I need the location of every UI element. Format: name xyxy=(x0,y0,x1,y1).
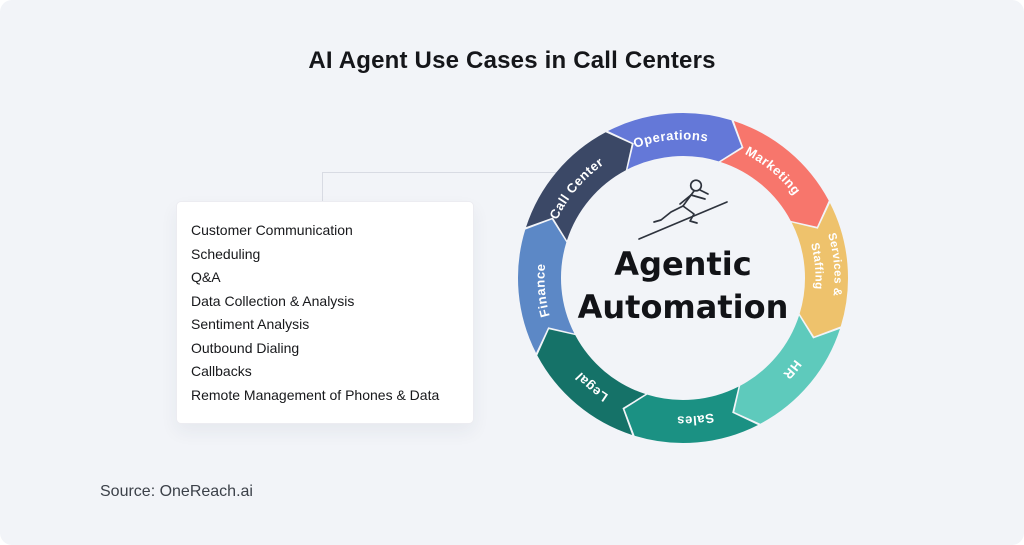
use-case-item: Data Collection & Analysis xyxy=(191,292,355,309)
runner-back-leg xyxy=(653,205,684,223)
segment-call-center xyxy=(526,132,632,241)
segment-marketing xyxy=(720,121,829,227)
call-center-use-cases-card: Customer Communication Scheduling Q&A Da… xyxy=(176,201,474,424)
use-case-item: Remote Management of Phones & Data xyxy=(191,386,440,403)
use-case-item: Callbacks xyxy=(191,363,252,379)
slope-line xyxy=(638,201,728,240)
use-case-item: Q&A xyxy=(191,269,221,285)
center-title-line2: Automation xyxy=(577,288,789,326)
card-to-ring-connector-vertical xyxy=(322,172,323,202)
card-to-ring-connector-horizontal xyxy=(322,172,557,173)
source-attribution: Source: OneReach.ai xyxy=(100,483,253,500)
segment-services-staffing xyxy=(791,202,849,337)
use-case-list: Customer Communication Scheduling Q&A Da… xyxy=(177,202,473,424)
runner-back-arm xyxy=(679,194,692,205)
runner-head xyxy=(689,179,703,192)
runner-scarf xyxy=(699,189,709,195)
segment-finance xyxy=(517,219,575,354)
use-case-item: Customer Communication xyxy=(191,222,353,238)
page-title: AI Agent Use Cases in Call Centers xyxy=(308,47,716,74)
segment-operations xyxy=(607,112,742,170)
runner-front-leg xyxy=(682,205,698,224)
center-title-line1: Agentic xyxy=(614,245,752,283)
use-case-item: Sentiment Analysis xyxy=(191,316,310,332)
ring-center-title: Agentic Automation xyxy=(578,243,789,329)
segment-hr xyxy=(734,315,840,424)
use-case-item: Outbound Dialing xyxy=(191,339,300,356)
person-running-uphill-icon xyxy=(638,179,728,240)
segment-legal xyxy=(537,329,646,435)
use-case-item: Scheduling xyxy=(191,245,261,262)
segment-label-finance: Finance xyxy=(532,263,552,319)
runner-torso xyxy=(682,190,695,207)
runner-front-arm xyxy=(690,194,706,200)
segment-sales xyxy=(624,386,759,444)
